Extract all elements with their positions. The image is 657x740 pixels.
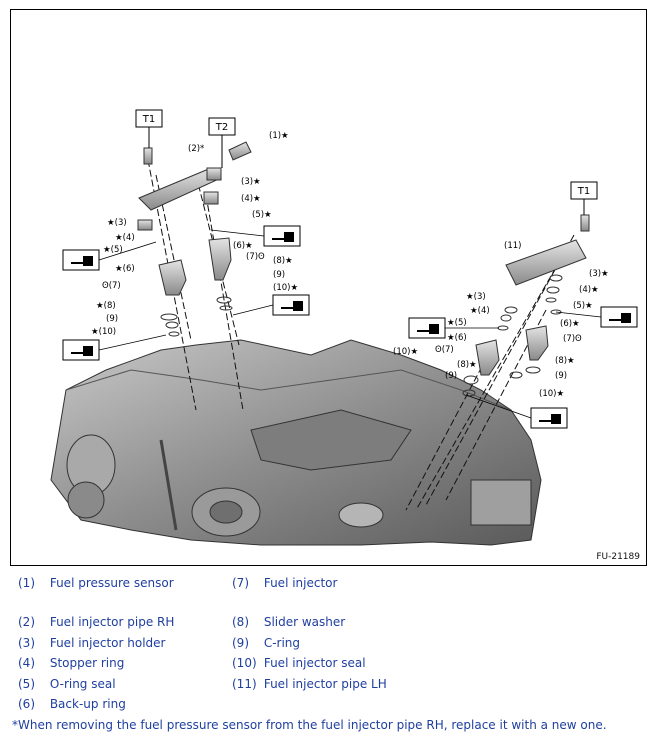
svg-text:T1: T1: [142, 114, 155, 125]
bolt-t2: [206, 167, 222, 181]
svg-text:(5)★: (5)★: [573, 301, 593, 311]
svg-text:T2: T2: [215, 122, 228, 133]
small-rings-right: [497, 274, 563, 331]
legend-item: (9) C-ring: [232, 636, 301, 650]
figure-id: FU-21189: [596, 552, 640, 562]
legend-item: (8) Slider washer: [232, 615, 346, 629]
svg-text:(10)★: (10)★: [539, 389, 564, 399]
parts-legend: (1) Fuel pressure sensor (2) Fuel inject…: [10, 570, 647, 740]
svg-text:(9): (9): [273, 270, 285, 280]
svg-text:(9): (9): [445, 371, 457, 381]
svg-text:★(6): ★(6): [447, 333, 467, 343]
svg-text:(8)★: (8)★: [555, 356, 575, 366]
footnote: *When removing the fuel pressure sensor …: [12, 718, 607, 732]
fuel-injector-left-a: [158, 259, 187, 337]
tag-t1-left: T1: [135, 109, 163, 148]
exploded-view-diagram: T1 T2 T1: [50, 109, 638, 546]
svg-text:(4)★: (4)★: [579, 285, 599, 295]
svg-text:★(3): ★(3): [107, 218, 127, 228]
bolt-t1-left: [143, 147, 153, 165]
legend-item: (4) Stopper ring: [18, 656, 125, 670]
svg-text:(6)★: (6)★: [560, 319, 580, 329]
svg-text:(11): (11): [504, 241, 521, 251]
svg-text:★(5): ★(5): [103, 245, 123, 255]
svg-text:★(10): ★(10): [91, 327, 116, 337]
lubricant-symbol: [530, 407, 568, 429]
svg-text:(9): (9): [555, 371, 567, 381]
svg-text:(10)★: (10)★: [273, 283, 298, 293]
svg-text:★(4): ★(4): [470, 306, 490, 316]
svg-text:★(8): ★(8): [96, 301, 116, 311]
tag-t1-right: T1: [570, 181, 598, 215]
svg-text:(8)★: (8)★: [457, 360, 477, 370]
legend-item: (11) Fuel injector pipe LH: [232, 677, 387, 691]
lubricant-symbol: [263, 225, 301, 247]
svg-text:(3)★: (3)★: [589, 269, 609, 279]
leader-lines: [98, 229, 602, 419]
svg-text:★(3): ★(3): [466, 292, 486, 302]
legend-item: (5) O-ring seal: [18, 677, 116, 691]
legend-item: (1) Fuel pressure sensor: [18, 576, 174, 590]
svg-text:ʘ(7): ʘ(7): [102, 281, 121, 291]
fuel-injector-pipe-lh: [505, 239, 587, 286]
callouts: (1)★ (2)* (3)★ (4)★ (5)★ (6)★ (7)ʘ (8)★ …: [91, 131, 609, 399]
fuel-injector-right-a: [462, 339, 500, 397]
legend-item: (2) Fuel injector pipe RH: [18, 615, 175, 629]
fuel-injector-left-b: [208, 237, 233, 311]
svg-text:(5)★: (5)★: [252, 210, 272, 220]
svg-text:(9): (9): [106, 314, 118, 324]
svg-text:(2)*: (2)*: [188, 144, 204, 154]
lubricant-symbol: [408, 317, 446, 339]
svg-text:★(4): ★(4): [115, 233, 135, 243]
legend-item: (3) Fuel injector holder: [18, 636, 166, 650]
svg-text:★(6): ★(6): [115, 264, 135, 274]
svg-text:(10)★: (10)★: [393, 347, 418, 357]
svg-text:(1)★: (1)★: [269, 131, 289, 141]
svg-text:T1: T1: [577, 186, 590, 197]
svg-text:(4)★: (4)★: [241, 194, 261, 204]
legend-item: (10) Fuel injector seal: [232, 656, 366, 670]
lubricant-symbol: [600, 306, 638, 328]
lubricant-symbol: [62, 339, 100, 361]
legend-item: (7) Fuel injector: [232, 576, 338, 590]
svg-text:(8)★: (8)★: [273, 256, 293, 266]
injector-holder-left: [137, 191, 219, 231]
tag-t2: T2: [208, 117, 236, 168]
bolt-t1-right: [580, 214, 590, 232]
svg-text:★(5): ★(5): [447, 318, 467, 328]
lubricant-symbol: [62, 249, 100, 271]
lubricant-symbol: [272, 294, 310, 316]
fuel-pressure-sensor: [228, 141, 252, 161]
svg-text:(3)★: (3)★: [241, 177, 261, 187]
svg-text:(6)★: (6)★: [233, 241, 253, 251]
svg-text:(7)ʘ: (7)ʘ: [246, 252, 265, 262]
diagram-frame: T1 T2 T1: [10, 9, 647, 566]
svg-text:(7)ʘ: (7)ʘ: [563, 334, 582, 344]
fuel-injector-right-b: [509, 325, 549, 379]
legend-item: (6) Back-up ring: [18, 697, 126, 711]
engine-block: [50, 339, 542, 546]
svg-text:ʘ(7): ʘ(7): [435, 345, 454, 355]
